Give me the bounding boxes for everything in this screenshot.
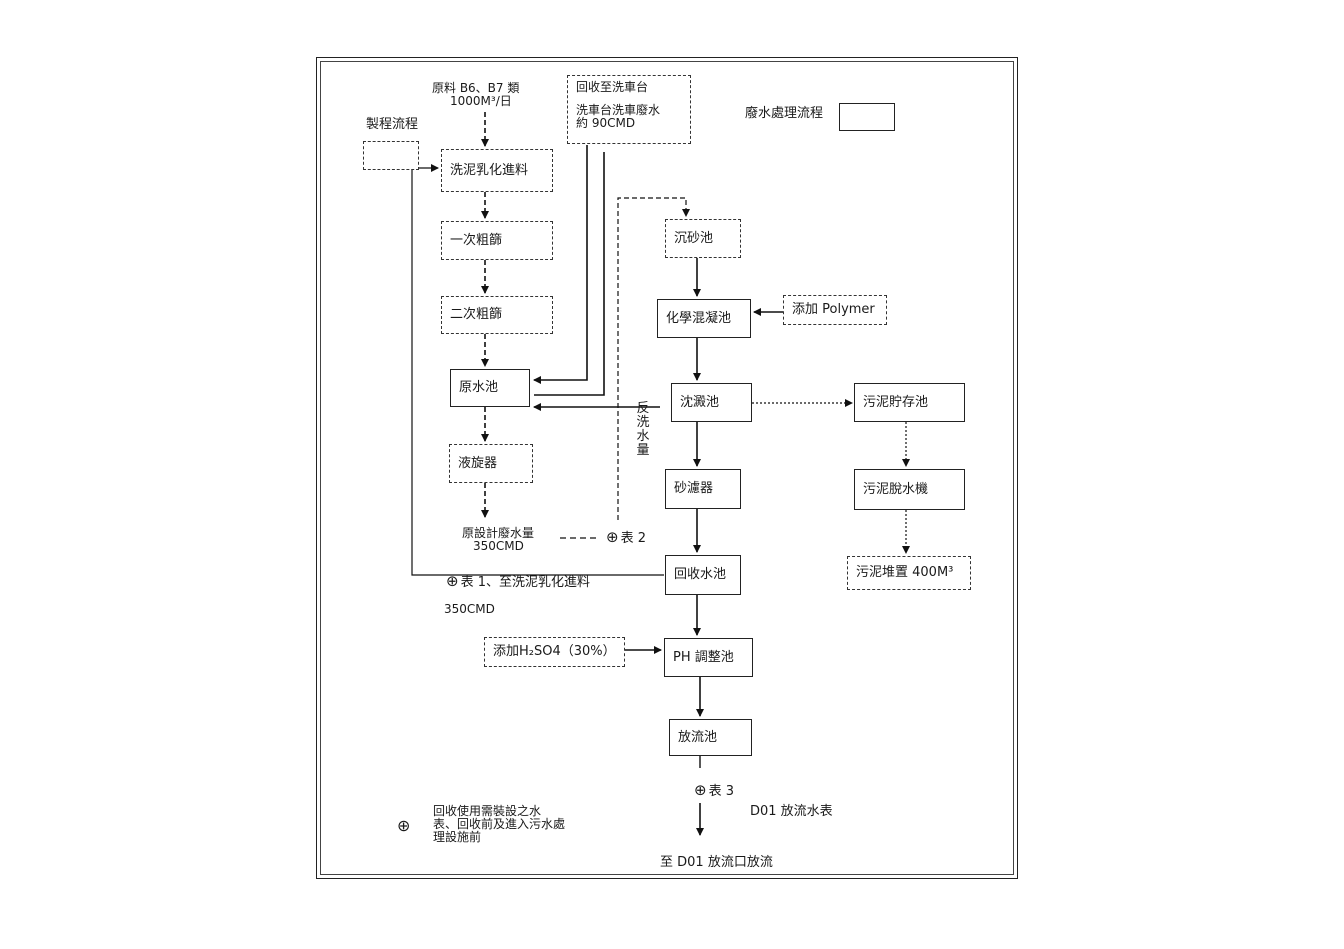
chemical-coagulation-box: 化學混凝池: [657, 299, 751, 338]
meter3-label: ⊕表 3: [694, 781, 734, 800]
legend-process-swatch: [363, 141, 419, 170]
raw-material-line2: 1000M³/日: [450, 94, 512, 108]
sludge-dewater-box: 污泥脫水機: [854, 469, 965, 510]
meter-symbol-icon: ⊕: [606, 528, 619, 546]
meter-symbol-icon: ⊕: [694, 781, 707, 799]
recycle-wash-box: 回收至洗車台 洗車台洗車廢水 約 90CMD: [567, 75, 691, 144]
inner-frame: [320, 61, 1014, 875]
screen1-box: 一次粗篩: [441, 221, 553, 260]
raw-water-tank-box: 原水池: [450, 369, 530, 407]
meter1-flow: 350CMD: [444, 602, 495, 616]
screen2-box: 二次粗篩: [441, 296, 553, 334]
meter-symbol-icon: ⊕: [446, 572, 459, 590]
legend-process-label: 製程流程: [366, 117, 419, 132]
line-meter2-to-grit: [617, 197, 690, 520]
grit-chamber-box: 沉砂池: [665, 219, 741, 258]
outlet-meter-label: D01 放流水表: [750, 804, 833, 819]
sludge-storage-box: 污泥貯存池: [854, 383, 965, 422]
sludge-disposal-box: 污泥堆置 400M³: [847, 556, 971, 590]
sand-filter-box: 砂濾器: [665, 469, 741, 509]
backwash-label: 反洗水量: [636, 401, 650, 458]
arrow-return-to-rawtank: [534, 152, 605, 396]
meter1-label: ⊕表 1、至洗泥乳化進料: [446, 572, 590, 591]
note-meter-symbol-icon: ⊕: [397, 816, 411, 835]
note-line1: 回收使用需裝設之水: [433, 804, 542, 818]
meter2-text: 表 2: [620, 531, 646, 546]
hydrocyclone-box: 液旋器: [449, 444, 533, 483]
recovery-tank-box: 回收水池: [665, 555, 741, 595]
legend-wastewater-swatch: [839, 103, 895, 131]
recycle-wash-line1: 回收至洗車台: [576, 80, 649, 94]
discharge-tank-box: 放流池: [669, 719, 752, 756]
raw-material-line1: 原料 B6、B7 類: [432, 81, 520, 95]
recycle-wash-line3: 約 90CMD: [576, 116, 636, 130]
meter2-label: ⊕表 2: [606, 528, 646, 547]
ph-adjust-box: PH 調整池: [664, 638, 753, 677]
wash-feed-box: 洗泥乳化進料: [441, 149, 553, 192]
design-flow-line1: 原設計廢水量: [462, 526, 535, 540]
legend-wastewater-label: 廢水處理流程: [745, 106, 824, 121]
design-flow-line2: 350CMD: [473, 539, 524, 553]
outer-frame: [316, 57, 1018, 879]
add-acid-box: 添加H₂SO4（30%）: [484, 637, 625, 667]
add-polymer-box: 添加 Polymer: [783, 295, 887, 325]
note-line2: 表、回收前及進入污水處: [433, 817, 566, 831]
meter1-text: 表 1、至洗泥乳化進料: [460, 575, 590, 590]
sedimentation-box: 沈澱池: [671, 383, 752, 422]
final-outlet-label: 至 D01 放流口放流: [660, 855, 773, 870]
meter3-text: 表 3: [708, 784, 734, 799]
arrow-washwater-to-rawtank: [533, 145, 588, 384]
arrow-meter1-to-wash: [411, 164, 664, 576]
note-line3: 理設施前: [433, 830, 482, 844]
recycle-wash-line2: 洗車台洗車廢水: [576, 103, 661, 117]
